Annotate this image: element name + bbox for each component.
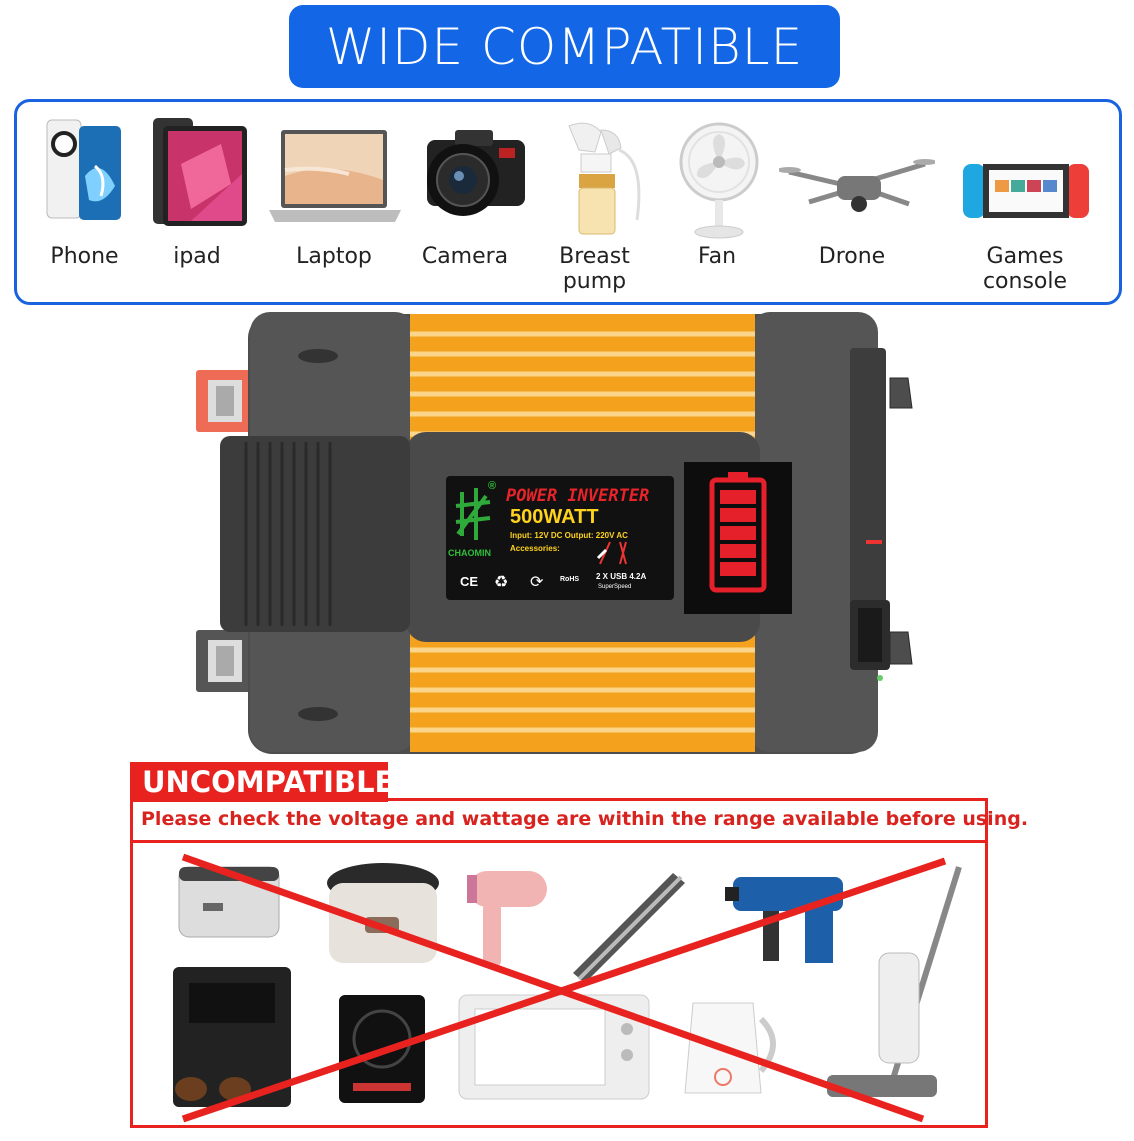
game-console-icon	[963, 164, 1089, 218]
uncompatible-title: UNCOMPATIBLE	[130, 762, 394, 802]
camera-icon	[427, 130, 525, 216]
ac-socket	[850, 348, 913, 665]
device-label: Breast pump	[559, 244, 630, 294]
wide-compatible-banner: WIDE COMPATIBLE	[289, 5, 840, 88]
phone-icon	[46, 119, 121, 220]
hair-dryer-icon	[467, 871, 547, 967]
divider	[130, 840, 988, 843]
product-title: POWER INVERTER	[506, 486, 650, 506]
device-fan: Fan	[677, 102, 759, 302]
breast-pump-icon	[568, 122, 641, 235]
device-label: Games console	[982, 244, 1068, 294]
usb-spec: 2 X USB 4.2A	[596, 572, 647, 581]
power-inverter-product	[196, 312, 913, 754]
recycle-icon: ♻	[494, 574, 509, 591]
compatible-devices-panel: Phone ipad Laptop	[14, 99, 1122, 305]
uncompatible-appliances	[173, 853, 962, 1123]
brand-name: CHAOMIN	[448, 548, 491, 558]
fan-icon	[679, 122, 759, 239]
device-label: Camera	[421, 244, 509, 269]
device-camera: Camera	[415, 102, 525, 302]
negative-terminal	[196, 630, 254, 692]
rice-cooker-icon	[327, 863, 439, 963]
tablet-icon	[153, 118, 247, 226]
hammer-drill-icon	[725, 877, 843, 963]
device-drone: Drone	[777, 102, 935, 302]
ce-mark: CE	[460, 574, 479, 589]
brand-logo-icon	[455, 488, 491, 540]
hair-straightener-icon	[573, 873, 685, 983]
device-ipad: ipad	[147, 102, 247, 302]
device-phone: Phone	[37, 102, 132, 302]
device-label: Laptop	[296, 244, 372, 269]
positive-terminal	[196, 370, 254, 432]
device-label: Drone	[818, 244, 886, 269]
product-specs: Input: 12V DC Output: 220V AC	[510, 531, 628, 540]
device-games-console: Games console	[945, 102, 1105, 302]
battery-display	[684, 462, 792, 614]
device-label: Fan	[697, 244, 737, 269]
wet-vacuum-icon	[827, 866, 962, 1097]
eco-icon: ⟳	[530, 574, 544, 591]
laptop-icon	[269, 130, 401, 222]
rohs-mark: RoHS	[560, 576, 580, 583]
product-label: ® POWER INVERTER 500WATT CHAOMIN Input: …	[446, 476, 674, 600]
device-breast-pump: Breast pump	[527, 102, 662, 302]
device-laptop: Laptop	[269, 102, 401, 302]
fan-grille	[220, 436, 410, 632]
power-switch	[850, 600, 890, 681]
microwave-oven-icon	[458, 994, 650, 1100]
device-label: ipad	[173, 244, 221, 269]
device-label: Phone	[50, 244, 119, 269]
accessories-label: Accessories:	[510, 544, 560, 553]
banner-title: WIDE COMPATIBLE	[325, 17, 804, 76]
uncompatible-panel	[130, 798, 988, 1128]
coffee-machine-icon	[173, 967, 291, 1107]
product-wattage: 500WATT	[510, 506, 599, 528]
drone-icon	[779, 159, 935, 212]
usb-superspeed: SuperSpeed	[598, 584, 632, 590]
uncompatible-note: Please check the voltage and wattage are…	[141, 808, 1029, 830]
toaster-icon	[178, 866, 280, 938]
prohibited-cross	[181, 853, 947, 1123]
registered-mark: ®	[488, 480, 497, 492]
clamps-icon	[596, 541, 627, 565]
